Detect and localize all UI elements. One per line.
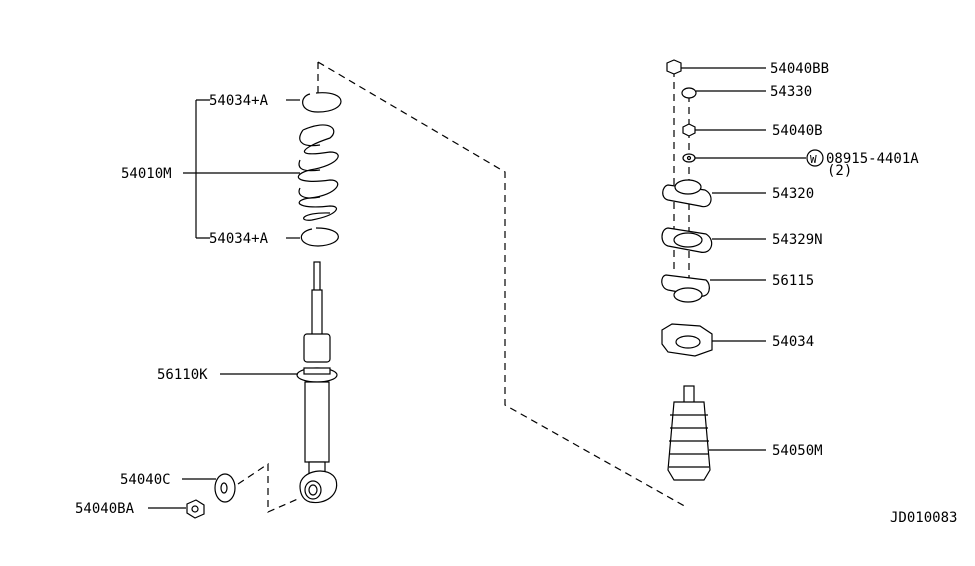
spring-seat-lower	[300, 227, 339, 247]
label-cap: 54330	[770, 84, 812, 100]
bound-bumper	[667, 385, 711, 481]
bushing	[214, 473, 236, 503]
label-washer: 08915-4401A	[826, 151, 919, 167]
label-bushing: 54040C	[120, 472, 171, 488]
assembly-guide-line	[317, 61, 689, 509]
label-lower-nut: 54040BA	[75, 501, 135, 517]
lower-nut	[186, 499, 205, 519]
top-nut	[666, 59, 682, 75]
washer	[682, 153, 696, 163]
bushing-guide-line	[237, 462, 301, 513]
bump-seat	[661, 323, 713, 357]
shock-absorber	[296, 261, 338, 504]
label-nut: 54040B	[772, 123, 823, 139]
label-mount-bracket: 56115	[772, 273, 814, 289]
label-bound-bumper: 54050M	[772, 443, 823, 459]
diagram-code: JD010083	[890, 510, 957, 526]
label-mount-insulator: 54320	[772, 186, 814, 202]
label-spring-seat-lower: 54034+A	[209, 231, 269, 247]
coil-spring	[297, 124, 339, 221]
mount-insulator	[662, 179, 712, 208]
gasket	[661, 227, 713, 253]
mount-bracket	[661, 274, 710, 303]
spring-seat-upper	[302, 92, 342, 113]
washer-mark-circle	[806, 149, 824, 167]
label-bump-seat: 54034	[772, 334, 814, 350]
label-gasket: 54329N	[772, 232, 823, 248]
nut	[682, 123, 696, 137]
label-washer-qty: (2)	[827, 163, 852, 179]
label-coil-spring: 54010M	[121, 166, 172, 182]
label-top-nut: 54040BB	[770, 61, 829, 77]
label-shock-absorber: 56110K	[157, 367, 208, 383]
label-washer-mark: W	[810, 153, 817, 166]
cap	[681, 87, 697, 99]
label-spring-seat-upper: 54034+A	[209, 93, 269, 109]
